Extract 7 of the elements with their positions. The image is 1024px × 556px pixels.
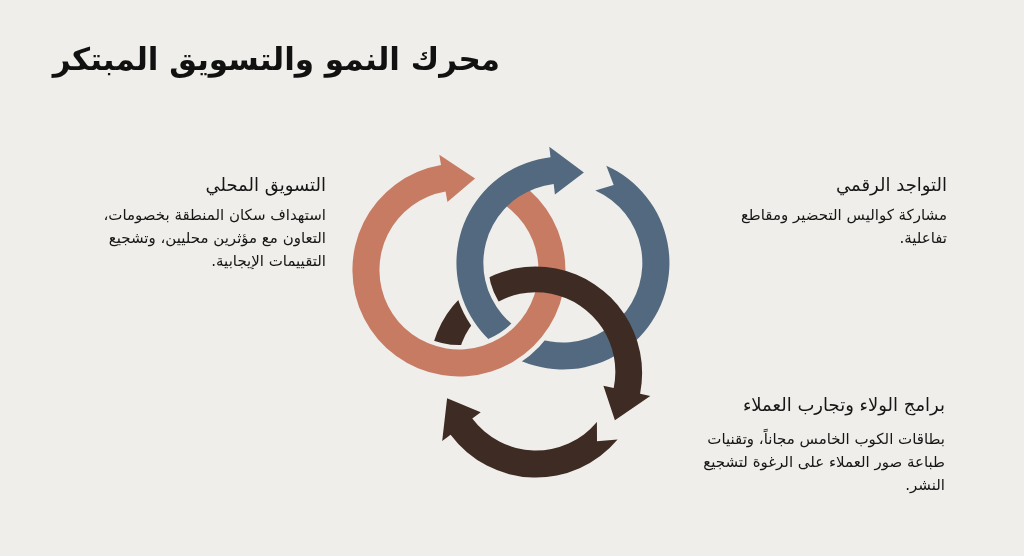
diagram-title: محرك النمو والتسويق المبتكر (52, 40, 500, 78)
section-description: استهداف سكان المنطقة بخصومات، التعاون مع مؤثرين محليين، وتشجيع التقييمات الإيجابية. (102, 205, 326, 272)
section-heading: التواجد الرقمي (836, 173, 947, 198)
section-description: بطاقات الكوب الخامس مجاناً، وتقنيات طباعة صور العملاء على الرغوة لتشجيع النشر. (702, 428, 945, 496)
section-description: مشاركة كواليس التحضير ومقاطع تفاعلية. (739, 205, 947, 249)
section-heading: التسويق المحلي (205, 173, 326, 198)
section-heading: برامج الولاء وتجارب العملاء (742, 393, 945, 418)
